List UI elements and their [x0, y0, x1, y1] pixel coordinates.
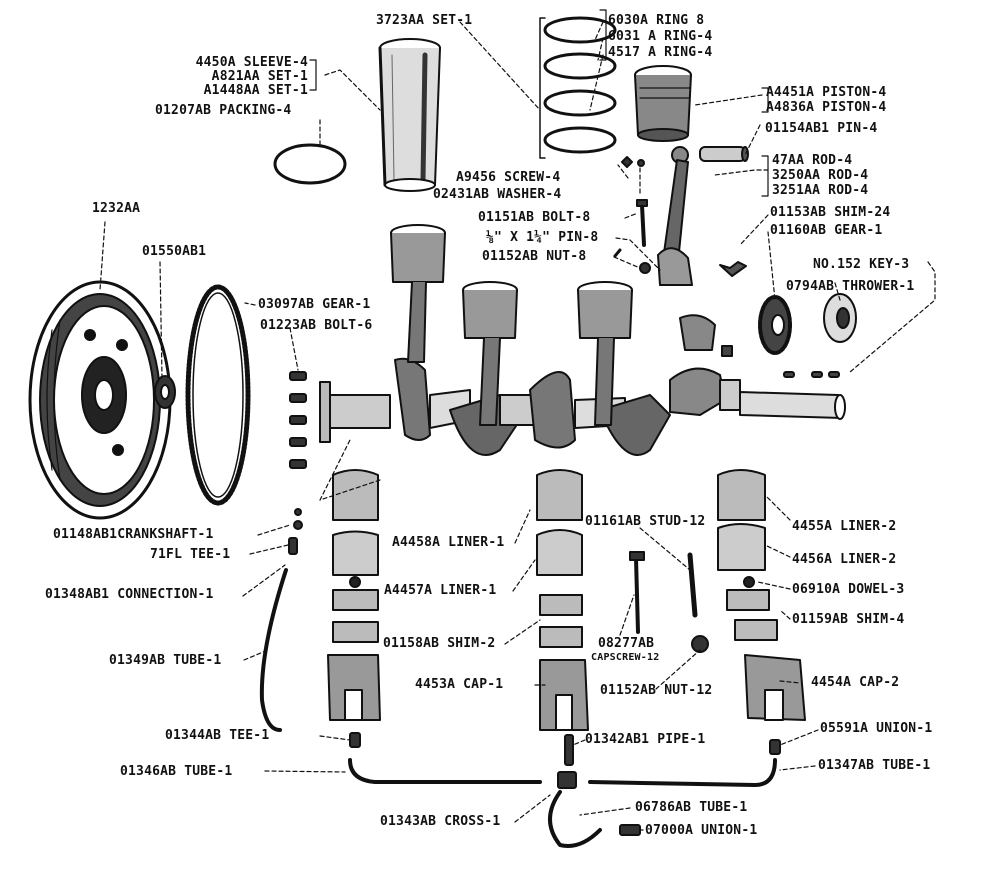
label-a9456-screw: A9456 SCREW-4: [456, 170, 561, 185]
leader-lines: [99, 21, 936, 831]
label-01223ab-bolt: 01223AB BOLT-6: [260, 318, 373, 333]
label-06910a-dowel: 06910A DOWEL-3: [792, 582, 905, 597]
label-a4458a-liner: A4458A LINER-1: [392, 535, 505, 550]
label-07000a-union: 07000A UNION-1: [645, 823, 758, 838]
ring-gear-part: [185, 284, 251, 506]
label-3723aa-set: 3723AA SET-1: [376, 13, 473, 28]
label-01349ab-tube: 01349AB TUBE-1: [109, 653, 222, 668]
label-05591a-union: 05591A UNION-1: [820, 721, 933, 736]
label-01152ab-nut-12: 01152AB NUT-12: [600, 683, 713, 698]
flywheel-bolts-part: [289, 371, 307, 469]
label-02431ab-washer: 02431AB WASHER-4: [433, 187, 562, 202]
label-6031a-ring: 6031 A RING-4: [608, 29, 713, 44]
label-01343ab-cross: 01343AB CROSS-1: [380, 814, 501, 829]
label-01159ab-shim: 01159AB SHIM-4: [792, 612, 905, 627]
label-4450a-sleeve: 4450A SLEEVE-4: [195, 55, 308, 70]
piston-pin-part: [699, 146, 749, 162]
main-bearing-shims-part: [332, 576, 778, 648]
rod-bolt-part: [636, 199, 648, 247]
label-01158ab-shim: 01158AB SHIM-2: [383, 636, 496, 651]
keys-part: [783, 371, 840, 378]
label-a4451a-piston: A4451A PISTON-4: [766, 85, 887, 100]
label-01153ab-shim: 01153AB SHIM-24: [770, 205, 891, 220]
label-no152-key: NO.152 KEY-3: [813, 257, 910, 272]
piston-part: [634, 65, 692, 142]
packing-ring-part: [273, 143, 347, 185]
piston-rings-part: [543, 16, 617, 154]
bracket-lines: [309, 9, 769, 197]
label-3251aa-rod: 3251AA ROD-4: [772, 183, 869, 198]
label-01152ab-nut-8: 01152AB NUT-8: [482, 249, 587, 264]
label-08277ab: 08277AB: [598, 636, 655, 651]
main-bearing-caps-part: [327, 654, 806, 731]
oil-thrower-part: [823, 293, 857, 343]
cap-screw-and-stud-part: [629, 551, 709, 653]
label-capscrew-12: CAPSCREW-12: [591, 652, 660, 663]
label-3250aa-rod: 3250AA ROD-4: [772, 168, 869, 183]
label-1232aa-flywheel: 1232AA: [92, 201, 141, 216]
crankshaft-part: [319, 357, 846, 456]
label-4455a-liner: 4455A LINER-2: [792, 519, 897, 534]
label-pin-8: ⅛" X 1¼" PIN-8: [486, 230, 599, 245]
label-0794ab-thrower: 0794AB THROWER-1: [786, 279, 915, 294]
label-a4836a-piston: A4836A PISTON-4: [766, 100, 887, 115]
oil-tubes-part: [259, 568, 777, 848]
label-4456a-liner: 4456A LINER-2: [792, 552, 897, 567]
label-01346ab-tube: 01346AB TUBE-1: [120, 764, 233, 779]
crankshaft-pistons-part: [390, 224, 733, 426]
label-01342ab1-pipe: 01342AB1 PIPE-1: [585, 732, 706, 747]
label-6030a-ring: 6030A RING 8: [608, 13, 705, 28]
label-71fl-tee: 71FL TEE-1: [150, 547, 231, 562]
label-a821aa-set: A821AA SET-1: [211, 69, 308, 84]
label-01344ab-tee: 01344AB TEE-1: [165, 728, 270, 743]
connecting-rod-part: [657, 146, 693, 286]
label-01154ab1-pin: 01154AB1 PIN-4: [765, 121, 878, 136]
label-47aa-rod: 47AA ROD-4: [772, 153, 853, 168]
shim-part: [719, 261, 747, 277]
label-01148ab1-crankshaft: 01148AB1CRANKSHAFT-1: [53, 527, 214, 542]
crank-gear-part: [758, 295, 792, 355]
label-4453a-cap: 4453A CAP-1: [415, 677, 504, 692]
label-a4457a-liner: A4457A LINER-1: [384, 583, 497, 598]
label-01550ab1: 01550AB1: [142, 244, 207, 259]
label-03097ab-gear: 03097AB GEAR-1: [258, 297, 371, 312]
label-4454a-cap: 4454A CAP-2: [811, 675, 900, 690]
cylinder-sleeve-part: [378, 38, 441, 192]
label-01347ab-tube: 01347AB TUBE-1: [818, 758, 931, 773]
label-a1448aa-set: A1448AA SET-1: [203, 83, 308, 98]
label-01348ab1-connection: 01348AB1 CONNECTION-1: [45, 587, 214, 602]
main-bearing-liners-part: [332, 469, 766, 576]
screw-part: [621, 156, 645, 168]
label-4517a-ring: 4517 A RING-4: [608, 45, 713, 60]
label-01207ab-packing: 01207AB PACKING-4: [155, 103, 292, 118]
label-01160ab-gear: 01160AB GEAR-1: [770, 223, 883, 238]
pilot-bearing-part: [154, 375, 176, 409]
label-01151ab-bolt: 01151AB BOLT-8: [478, 210, 591, 225]
label-01161ab-stud: 01161AB STUD-12: [585, 514, 706, 529]
label-06786ab-tube: 06786AB TUBE-1: [635, 800, 748, 815]
